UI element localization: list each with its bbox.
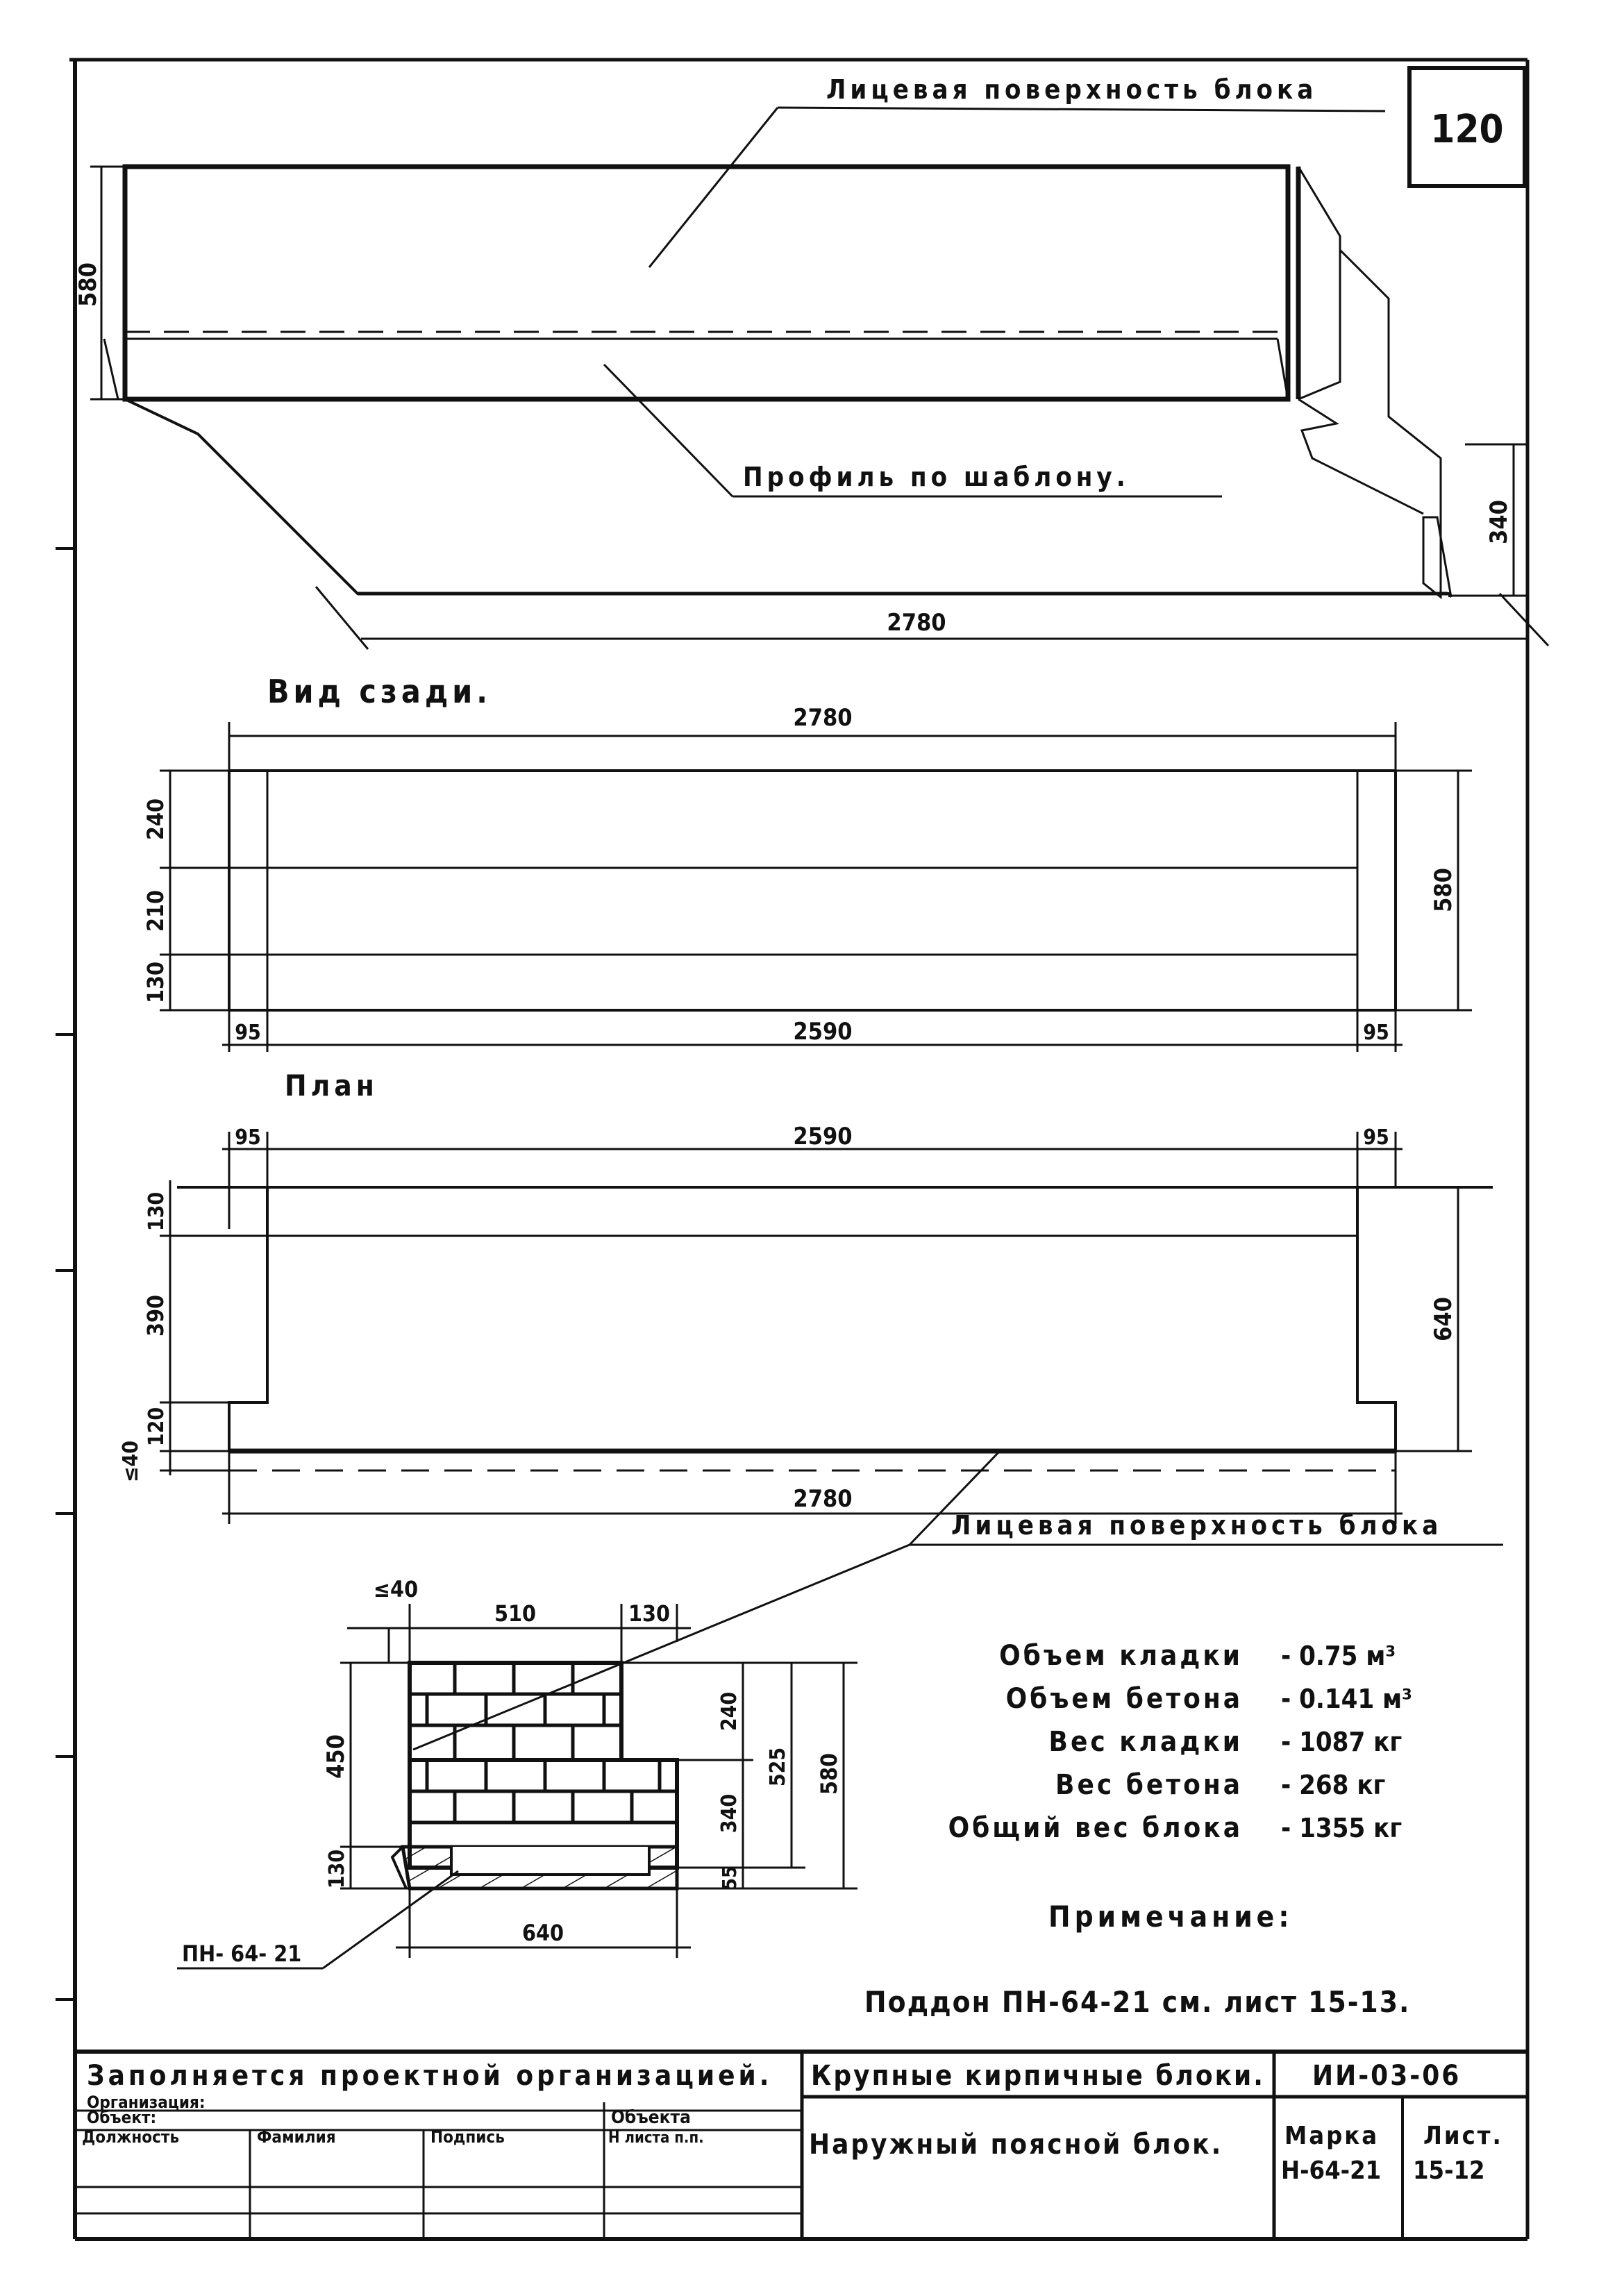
axon-face-label: Лицевая поверхность блока bbox=[826, 74, 1317, 105]
tb-object-label: Объект: bbox=[87, 2108, 156, 2127]
sec-dim-r5: 580 bbox=[816, 1753, 842, 1795]
spec-label-0: Объем кладки bbox=[999, 1640, 1243, 1672]
plan-title: План bbox=[285, 1069, 378, 1103]
plan-dim-v3: 120 bbox=[144, 1407, 169, 1446]
axon-profile-label: Профиль по шаблону. bbox=[743, 462, 1130, 492]
note-title: Примечание: bbox=[1048, 1900, 1293, 1934]
sec-dim-r1: 240 bbox=[717, 1692, 742, 1731]
spec-value-3: - 268 кг bbox=[1281, 1770, 1386, 1800]
spec-value-1: - 0.141 м³ bbox=[1281, 1684, 1412, 1714]
axonometric-view: 580 340 2780 Лицевая поверхность блока П… bbox=[74, 74, 1550, 650]
sec-dim-r4: 525 bbox=[766, 1748, 790, 1786]
tb-sheet-value: 15-12 bbox=[1413, 2156, 1485, 2185]
spec-label-2: Вес кладки bbox=[1049, 1726, 1243, 1758]
sec-dim-r3: 55 bbox=[718, 1866, 741, 1890]
plan-dim-total: 2780 bbox=[793, 1485, 852, 1513]
sec-dim-offset: ≤40 bbox=[374, 1576, 418, 1602]
axon-dim-height: 580 bbox=[74, 262, 102, 307]
sec-dim-top1: 510 bbox=[494, 1600, 536, 1627]
section-view: ≤40 510 130 450 130 240 340 55 525 580 6… bbox=[177, 1543, 910, 1970]
plan-dim-inner: 2590 bbox=[793, 1123, 852, 1150]
plan-dim-v2: 390 bbox=[142, 1295, 169, 1336]
tb-series-code: ИИ-03-06 bbox=[1312, 2060, 1461, 2092]
title-block: Заполняется проектной организацией. Орга… bbox=[75, 2050, 1527, 2239]
back-view: Вид сзади. 2780 240 210 130 580 95 bbox=[142, 673, 1472, 1052]
sheet-number-box: 120 bbox=[1407, 66, 1527, 188]
spec-value-4: - 1355 кг bbox=[1281, 1813, 1402, 1843]
spec-label-3: Вес бетона bbox=[1055, 1769, 1243, 1801]
tb-fill-note: Заполняется проектной организацией. bbox=[87, 2060, 772, 2092]
tb-col-position: Должность bbox=[82, 2127, 179, 2147]
back-dim-v1: 240 bbox=[142, 798, 169, 840]
plan-face-label: Лицевая поверхность блока bbox=[951, 1510, 1442, 1541]
plan-dim-depth: 640 bbox=[1430, 1297, 1457, 1341]
spec-label-1: Объем бетона bbox=[1006, 1683, 1243, 1715]
sec-dim-top2: 130 bbox=[628, 1600, 670, 1627]
axon-dim-length: 2780 bbox=[887, 609, 946, 637]
block-face bbox=[122, 164, 1291, 402]
tb-object-code-label: Объекта bbox=[611, 2107, 691, 2128]
back-dim-left: 95 bbox=[235, 1021, 261, 1045]
plan-dim-v1: 130 bbox=[144, 1192, 169, 1231]
back-dim-v2: 210 bbox=[142, 890, 169, 932]
back-dim-inner: 2590 bbox=[793, 1018, 852, 1046]
note-text: Поддон ПН-64-21 см. лист 15-13. bbox=[864, 1985, 1410, 2019]
back-dim-v3: 130 bbox=[142, 962, 169, 1003]
back-dim-height: 580 bbox=[1430, 868, 1457, 912]
back-dim-right: 95 bbox=[1363, 1021, 1389, 1045]
tb-col-surname: Фамилия bbox=[257, 2127, 336, 2147]
tb-drawing-title: Наружный поясной блок. bbox=[809, 2129, 1223, 2161]
back-dim-total: 2780 bbox=[793, 704, 852, 732]
sec-dim-r2: 340 bbox=[717, 1794, 742, 1833]
tb-sheet-label: Лист. bbox=[1423, 2122, 1503, 2150]
spec-label-4: Общий вес блока bbox=[948, 1812, 1243, 1844]
axon-dim-depth: 340 bbox=[1485, 500, 1513, 544]
sec-dim-left1: 450 bbox=[322, 1734, 350, 1779]
spec-value-2: - 1087 кг bbox=[1281, 1727, 1402, 1757]
tb-col-sheet: Н листа п.п. bbox=[608, 2129, 704, 2147]
tb-mark-value: Н-64-21 bbox=[1281, 2156, 1381, 2185]
tb-mark-label: Марка bbox=[1284, 2122, 1379, 2150]
sec-dim-bottom: 640 bbox=[522, 1920, 564, 1946]
sheet-number: 120 bbox=[1430, 107, 1503, 152]
plan-view: План 95 2590 95 130 390 120 ≤40 640 278 bbox=[119, 1069, 1503, 1546]
spec-value-0: - 0.75 м³ bbox=[1281, 1641, 1396, 1671]
sec-pallet-label: ПН- 64- 21 bbox=[182, 1941, 301, 1967]
tb-org-label: Организация: bbox=[87, 2093, 205, 2112]
plan-dim-left: 95 bbox=[235, 1125, 261, 1150]
tb-col-signature: Подпись bbox=[430, 2127, 505, 2147]
specifications: Объем кладки - 0.75 м³ Объем бетона - 0.… bbox=[864, 1640, 1412, 2019]
plan-dim-right: 95 bbox=[1363, 1125, 1389, 1150]
back-view-title: Вид сзади. bbox=[267, 673, 492, 710]
tb-series-title: Крупные кирпичные блоки. bbox=[811, 2060, 1265, 2092]
plan-dim-v4: ≤40 bbox=[119, 1441, 143, 1482]
sec-dim-left2: 130 bbox=[325, 1850, 349, 1888]
